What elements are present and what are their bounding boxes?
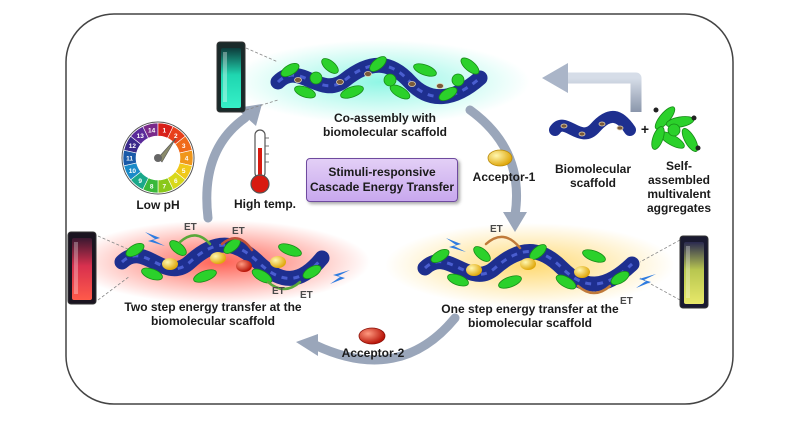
label-coassembly: Co-assembly with biomolecular scaffold bbox=[322, 111, 448, 139]
ph-dial-number: 3 bbox=[182, 143, 186, 150]
et-label-left-2: ET bbox=[232, 226, 245, 237]
label-self-assembled: Self-assembled multivalent aggregates bbox=[646, 159, 712, 215]
ph-dial-number: 5 bbox=[182, 168, 186, 175]
et-label-right-2: ET bbox=[620, 296, 633, 307]
aggregates-standalone bbox=[651, 106, 701, 152]
label-plus: + bbox=[640, 121, 650, 137]
vial-cyan bbox=[216, 41, 246, 113]
ph-dial-number: 14 bbox=[148, 128, 156, 135]
arrowhead-top-right bbox=[503, 212, 527, 232]
arrowhead-bottom bbox=[296, 334, 318, 356]
label-low-ph: Low pH bbox=[136, 198, 180, 212]
center-box-label: Stimuli-responsive Cascade Energy Transf… bbox=[309, 165, 455, 194]
ph-dial-number: 10 bbox=[129, 168, 137, 175]
label-high-temp: High temp. bbox=[234, 197, 296, 211]
et-label-left-4: ET bbox=[300, 290, 313, 301]
assembly-arrow bbox=[565, 72, 642, 112]
ph-dial-number: 8 bbox=[150, 183, 154, 190]
ph-dial-number: 13 bbox=[137, 133, 145, 140]
acceptor2-ball bbox=[358, 327, 386, 345]
glow-top bbox=[230, 40, 530, 124]
label-two-step: Two step energy transfer at the biomolec… bbox=[124, 300, 302, 328]
ph-dial-number: 6 bbox=[174, 178, 178, 185]
label-biomolecular-scaffold: Biomolecular scaffold bbox=[554, 162, 632, 190]
et-arrows bbox=[178, 234, 612, 295]
bolt-right-bottom bbox=[636, 274, 656, 288]
ph-dial-number: 2 bbox=[174, 133, 178, 140]
scaffold-right bbox=[417, 244, 640, 292]
ph-dial-number: 11 bbox=[126, 156, 133, 163]
ph-dial-number: 1 bbox=[163, 128, 167, 135]
label-acceptor1: Acceptor-1 bbox=[472, 170, 536, 184]
ph-dial-number: 9 bbox=[138, 178, 142, 185]
center-box: Stimuli-responsive Cascade Energy Transf… bbox=[306, 158, 458, 202]
scaffold-left bbox=[114, 237, 330, 286]
label-one-step: One step energy transfer at the biomolec… bbox=[441, 302, 619, 330]
et-label-right-1: ET bbox=[490, 224, 503, 235]
acceptor1-ball bbox=[487, 149, 513, 167]
arrow-bottom bbox=[310, 313, 460, 365]
vial-red bbox=[67, 231, 97, 305]
scaffold-standalone bbox=[549, 111, 636, 140]
thermometer-icon bbox=[250, 129, 270, 194]
et-label-left-1: ET bbox=[184, 222, 197, 233]
vial-yellow bbox=[679, 235, 709, 309]
label-acceptor2: Acceptor-2 bbox=[341, 346, 405, 360]
arrow-left-up bbox=[202, 113, 250, 223]
scaffold-top bbox=[270, 56, 488, 104]
light-bolts bbox=[145, 232, 656, 288]
assembly-arrowhead bbox=[542, 63, 568, 93]
bolt-left-bottom bbox=[330, 270, 350, 284]
bolt-left-top bbox=[145, 232, 165, 246]
vial-callouts bbox=[97, 47, 681, 301]
ph-dial-number: 7 bbox=[163, 183, 167, 190]
ph-dial-number: 4 bbox=[185, 156, 189, 163]
bolt-right-top bbox=[446, 238, 466, 252]
ph-dial-number: 12 bbox=[129, 143, 137, 150]
et-label-left-3: ET bbox=[272, 286, 285, 297]
